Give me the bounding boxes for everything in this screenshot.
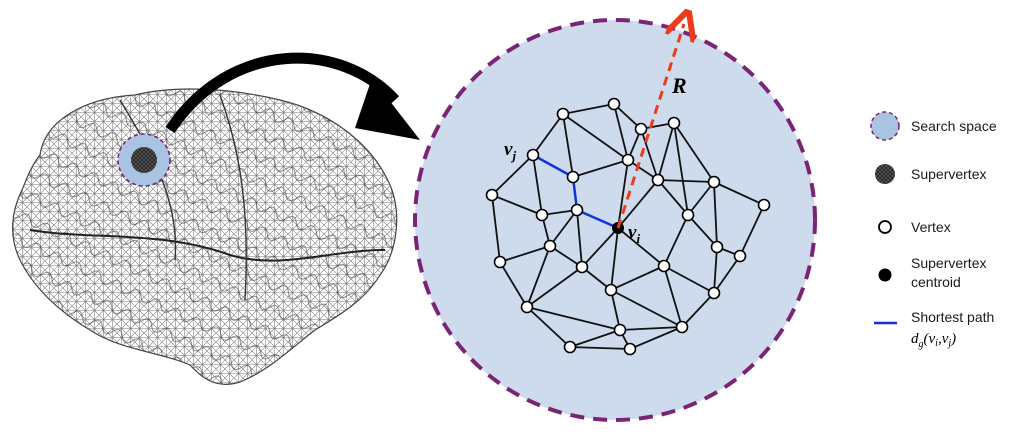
mesh-edge bbox=[491, 194, 501, 263]
mesh-edge bbox=[739, 204, 765, 257]
mesh-vertex bbox=[675, 320, 689, 334]
mesh-edge bbox=[619, 326, 683, 331]
legend-vertex: Vertex bbox=[911, 219, 951, 235]
mesh-vertex bbox=[657, 259, 671, 273]
centroid-icon bbox=[878, 268, 892, 282]
mesh-vertex bbox=[733, 249, 747, 263]
mesh-edge bbox=[491, 154, 534, 196]
mesh-edge bbox=[610, 289, 621, 331]
mesh-edge bbox=[617, 227, 665, 267]
legend-search-space: Search space bbox=[911, 118, 997, 134]
search-space-circle bbox=[413, 18, 817, 422]
mesh-vertices bbox=[485, 97, 771, 356]
mesh-vertex bbox=[485, 188, 499, 202]
mesh-vertex bbox=[575, 260, 589, 274]
legend-formula: dg(vi,vj) bbox=[911, 331, 956, 350]
mesh-vertex bbox=[526, 148, 540, 162]
mesh-vertex bbox=[634, 122, 648, 136]
mesh-edge bbox=[532, 154, 543, 216]
mesh-vertex bbox=[623, 342, 637, 356]
mesh-edge bbox=[640, 128, 659, 181]
vertex-j-label: vj bbox=[504, 139, 516, 163]
mesh-vertex bbox=[621, 153, 635, 167]
mesh-edge bbox=[526, 245, 551, 308]
mesh-edge bbox=[713, 255, 741, 294]
vertex-icon bbox=[878, 220, 892, 234]
supervertex-icon bbox=[875, 164, 895, 184]
mesh-vertex bbox=[613, 323, 627, 337]
mesh-vertex bbox=[493, 255, 507, 269]
mesh-edge bbox=[610, 289, 683, 328]
mesh-edge bbox=[713, 181, 718, 248]
mesh-edge bbox=[549, 209, 578, 247]
legend-shortest-path: Shortest path bbox=[911, 309, 994, 325]
mesh-edge bbox=[687, 181, 715, 216]
mesh-edge bbox=[657, 122, 675, 181]
mesh-edge bbox=[526, 266, 583, 308]
curved-arrow-icon bbox=[165, 52, 420, 140]
mesh-edge bbox=[491, 194, 543, 216]
mesh-edge bbox=[499, 261, 528, 308]
mesh-edge bbox=[499, 245, 551, 263]
mesh-vertex bbox=[604, 283, 618, 297]
brain-supervertex bbox=[131, 147, 157, 173]
mesh-edge bbox=[673, 122, 715, 183]
mesh-vertex bbox=[535, 208, 549, 222]
mesh-edge bbox=[617, 159, 629, 229]
mesh-edge bbox=[663, 265, 683, 328]
mesh-edge bbox=[576, 209, 583, 268]
shortest-path-line bbox=[532, 153, 619, 230]
mesh-edge bbox=[526, 306, 571, 348]
mesh-vertex bbox=[651, 173, 665, 187]
mesh-edge bbox=[673, 122, 689, 216]
mesh-edge bbox=[629, 326, 683, 350]
search-space-swatch-icon bbox=[870, 111, 900, 141]
mesh-edge bbox=[526, 306, 621, 331]
mesh-edge bbox=[569, 346, 631, 350]
mesh-vertex bbox=[570, 203, 584, 217]
mesh-vertex bbox=[556, 107, 570, 121]
mesh-vertex bbox=[566, 170, 580, 184]
legend: Search space Supervertex Vertex Superver… bbox=[870, 111, 997, 350]
mesh-edge bbox=[562, 113, 574, 178]
mesh-edge bbox=[657, 179, 689, 216]
mesh-edge bbox=[549, 245, 583, 268]
legend-supervertex: Supervertex bbox=[911, 166, 986, 182]
mesh-vertex bbox=[667, 116, 681, 130]
mesh-edge bbox=[532, 113, 564, 156]
mesh-edge bbox=[663, 214, 689, 267]
mesh-edge bbox=[617, 179, 659, 229]
mesh-edge bbox=[572, 159, 629, 178]
radius-label: R bbox=[671, 73, 687, 98]
legend-centroid-line2: centroid bbox=[911, 274, 961, 290]
legend-centroid-line1: Supervertex bbox=[911, 255, 986, 271]
mesh-edge bbox=[562, 103, 615, 115]
brain-mesh-icon bbox=[12, 88, 398, 385]
mesh-edge bbox=[562, 113, 629, 161]
mesh-edge bbox=[713, 181, 765, 206]
mesh-vertex bbox=[607, 97, 621, 111]
mesh-vertex bbox=[543, 239, 557, 253]
mesh-edge bbox=[713, 246, 718, 294]
mesh-edge bbox=[657, 179, 715, 183]
mesh-vertex bbox=[707, 175, 721, 189]
mesh-vertex bbox=[707, 286, 721, 300]
mesh-vertex bbox=[710, 240, 724, 254]
mesh-edge bbox=[687, 214, 718, 248]
mesh-vertex bbox=[520, 300, 534, 314]
mesh-edge bbox=[581, 227, 619, 268]
mesh-edge bbox=[610, 227, 619, 291]
mesh-vertex bbox=[757, 198, 771, 212]
vertex-i-label: vi bbox=[628, 222, 640, 246]
radius-arrow bbox=[616, 24, 684, 229]
mesh-vertex bbox=[681, 208, 695, 222]
mesh-edge bbox=[610, 265, 665, 291]
mesh-vertex bbox=[563, 340, 577, 354]
mesh-edge bbox=[613, 103, 629, 161]
mesh-edge bbox=[569, 329, 621, 348]
mesh-edge bbox=[663, 265, 715, 294]
mesh-edge bbox=[681, 292, 715, 328]
